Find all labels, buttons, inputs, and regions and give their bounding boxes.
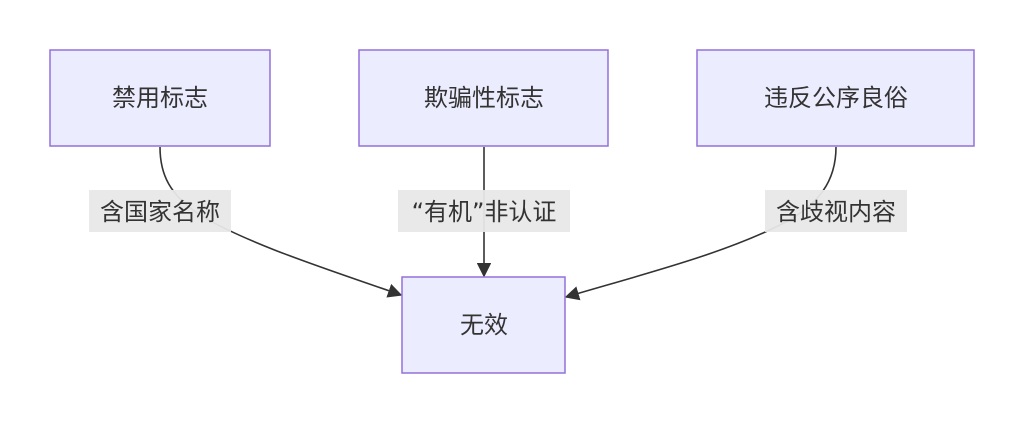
node-against-public-order-label: 违反公序良俗 — [764, 84, 908, 112]
node-invalid-label: 无效 — [460, 311, 508, 339]
node-deceptive-signs-label: 欺骗性标志 — [424, 84, 544, 112]
node-invalid[interactable]: 无效 — [401, 276, 566, 374]
node-banned-signs[interactable]: 禁用标志 — [49, 49, 271, 147]
node-banned-signs-label: 禁用标志 — [112, 84, 208, 112]
edge-label-contains-discriminatory-content-text: 含歧视内容 — [776, 198, 896, 226]
edge-public-order-to-invalid — [564, 146, 837, 301]
edge-label-contains-country-name-text: 含国家名称 — [100, 198, 220, 226]
edge-label-contains-country-name: 含国家名称 — [89, 190, 231, 232]
node-deceptive-signs[interactable]: 欺骗性标志 — [358, 49, 609, 147]
edge-label-contains-discriminatory-content: 含歧视内容 — [765, 190, 907, 232]
edge-label-organic-not-certified-text: “有机”非认证 — [412, 198, 557, 226]
node-against-public-order[interactable]: 违反公序良俗 — [696, 49, 975, 147]
edge-label-organic-not-certified: “有机”非认证 — [398, 190, 570, 232]
